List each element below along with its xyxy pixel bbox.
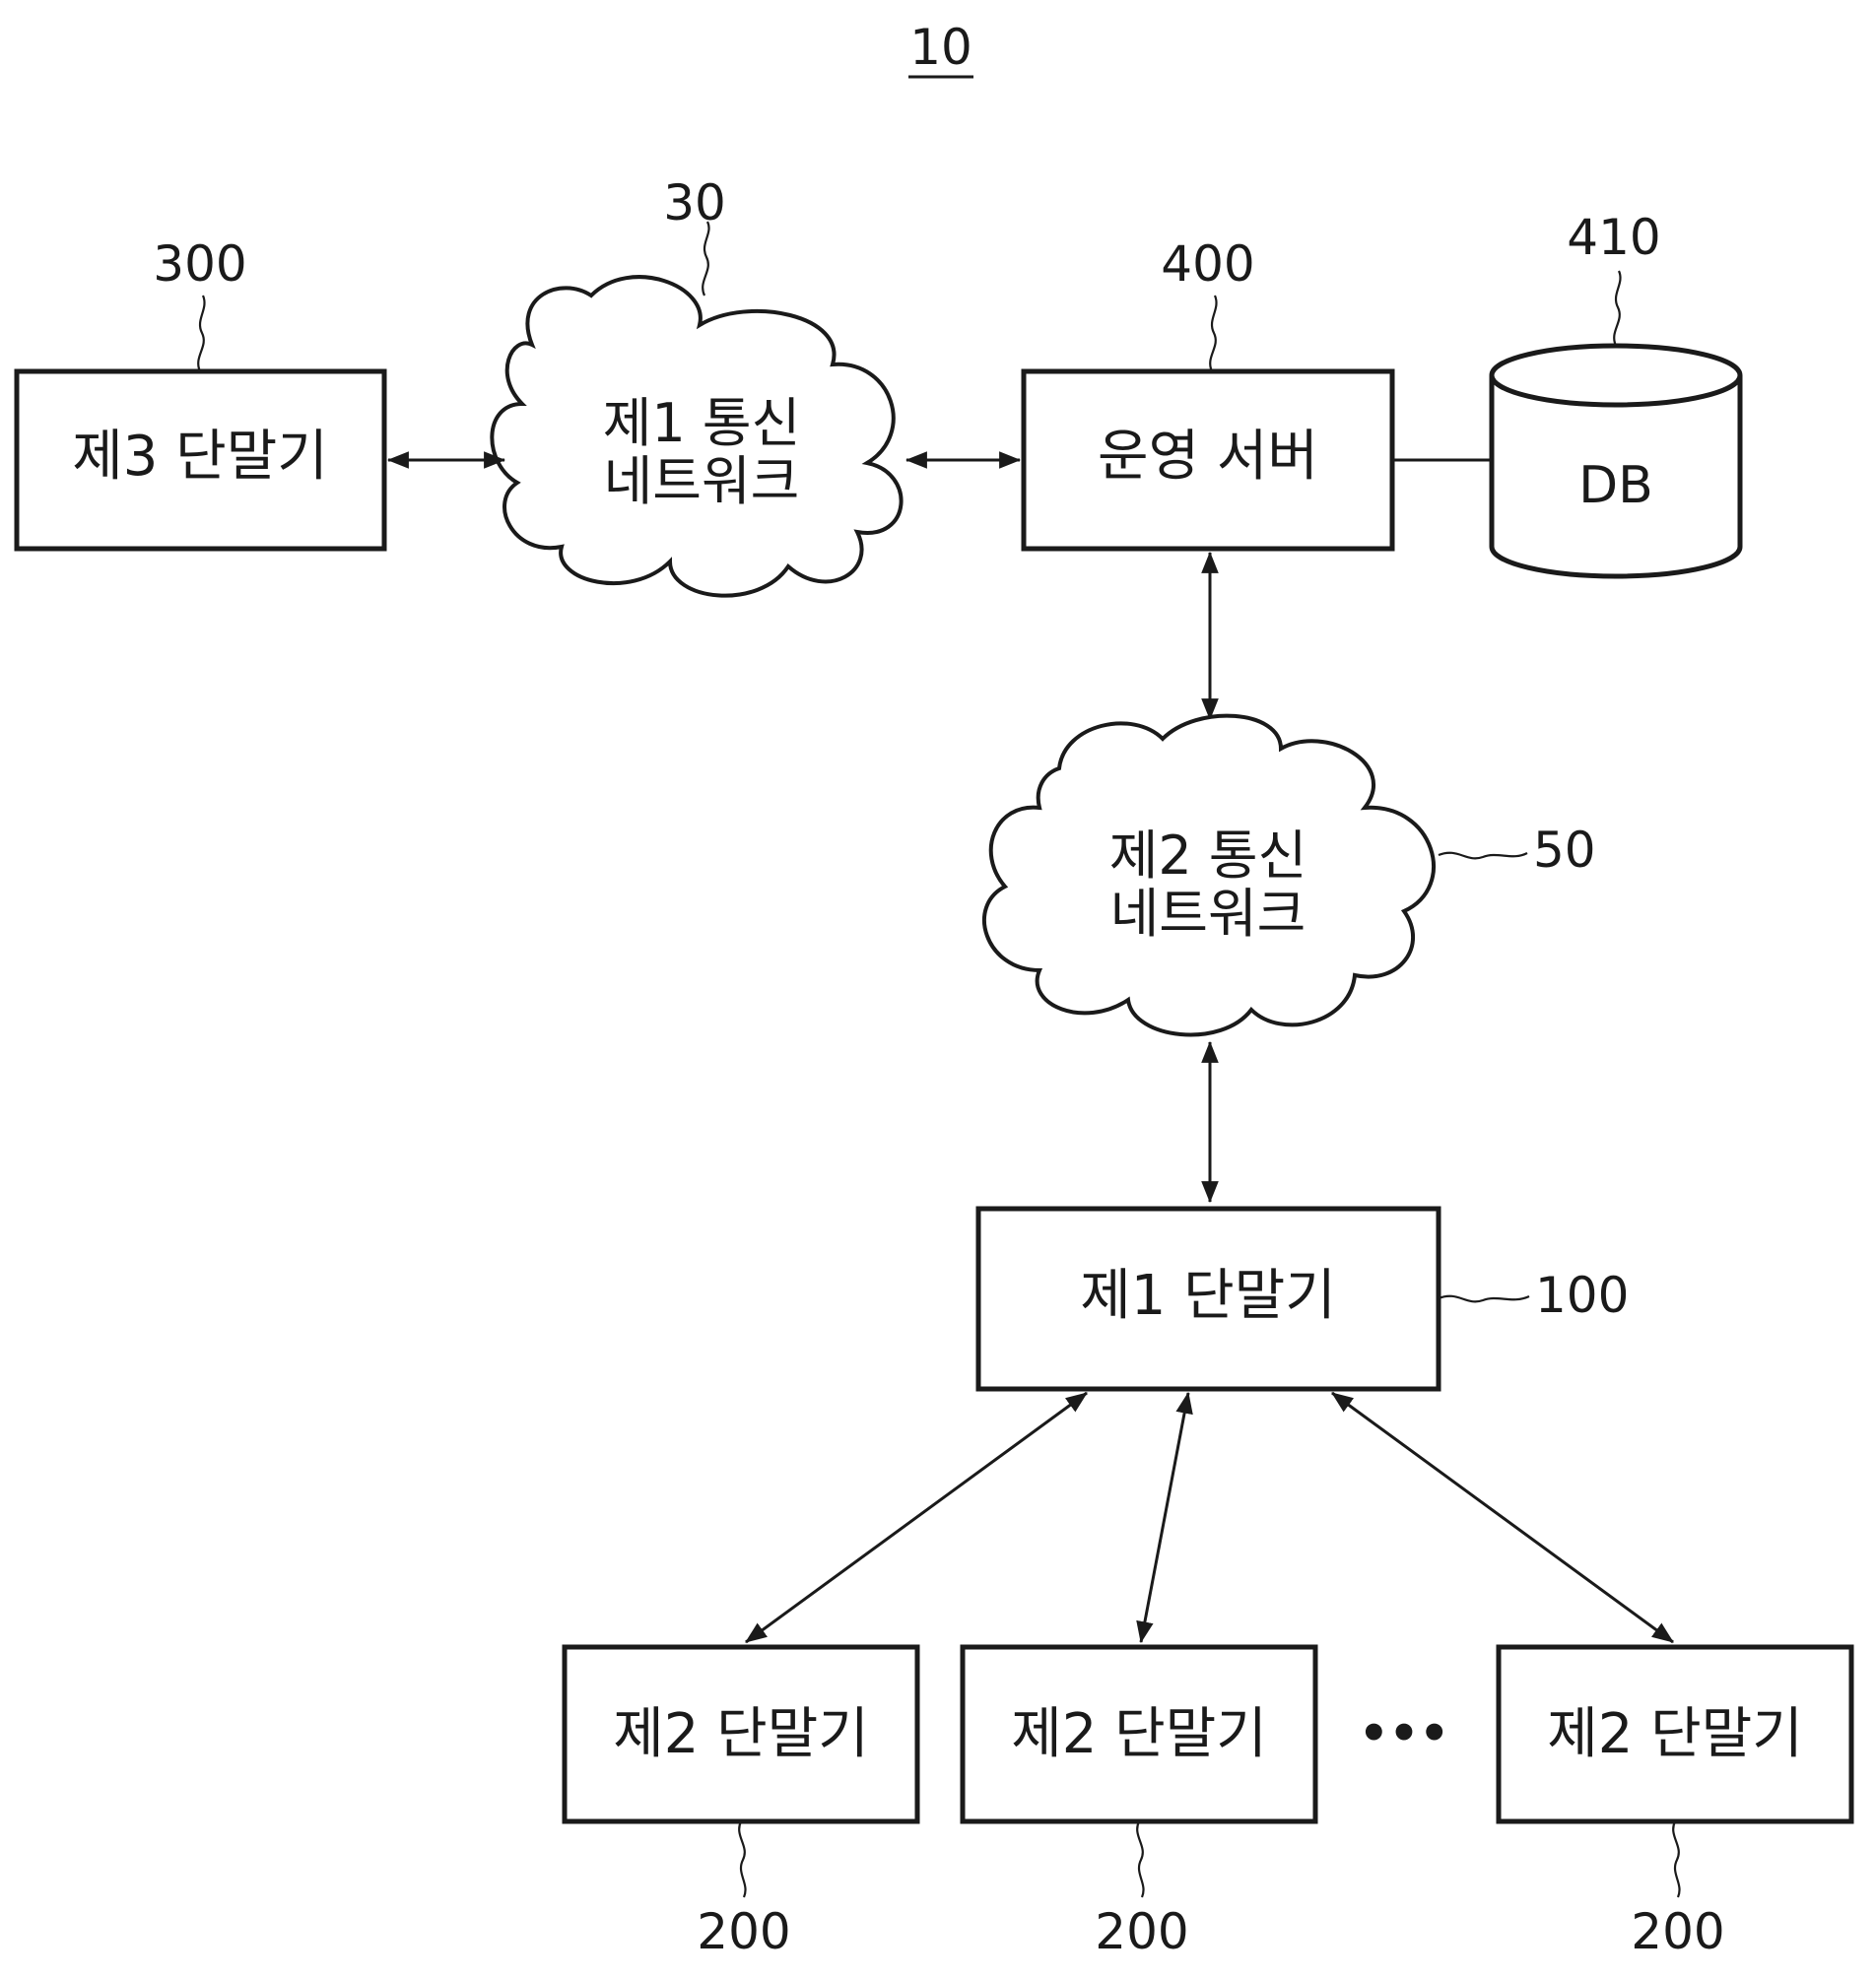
second-terminal-1-ref: 200 (697, 1903, 790, 1960)
first-terminal-ref: 100 (1535, 1267, 1629, 1324)
operation-server-leader (1210, 296, 1216, 371)
third-terminal-label: 제3 단말기 (72, 425, 328, 489)
second-terminal-1[interactable]: 제2 단말기 (565, 1647, 917, 1821)
second-terminal-1-label: 제2 단말기 (613, 1702, 869, 1766)
first-terminal-label: 제1 단말기 (1080, 1264, 1336, 1328)
first-network-label-line1: 제1 통신 (603, 392, 801, 454)
second-network-label-line1: 제2 통신 (1109, 825, 1307, 887)
second-terminal-1-leader (739, 1821, 745, 1897)
first-network-label-line2: 네트워크 (604, 450, 800, 512)
terminal1-terminal2b-arrow (1141, 1393, 1188, 1642)
third-terminal-leader (198, 296, 204, 371)
second-network-leader (1439, 853, 1527, 859)
figure-number-text: 10 (909, 19, 972, 76)
second-terminal-2[interactable]: 제2 단말기 (963, 1647, 1315, 1821)
first-network-leader (703, 222, 708, 296)
first-network-cloud[interactable]: 제1 통신 네트워크 (492, 277, 901, 596)
figure-number: 10 (908, 19, 973, 77)
first-terminal-leader (1439, 1296, 1529, 1302)
terminal1-terminal2c-arrow (1332, 1393, 1673, 1642)
second-network-label-line2: 네트워크 (1110, 883, 1306, 945)
third-terminal[interactable]: 제3 단말기 (17, 371, 384, 549)
terminal1-terminal2a-arrow (746, 1393, 1087, 1642)
database[interactable]: DB (1492, 346, 1740, 576)
second-terminal-3-ref: 200 (1631, 1903, 1724, 1960)
second-terminal-2-label: 제2 단말기 (1011, 1702, 1267, 1766)
database-top (1492, 346, 1740, 405)
second-terminal-3-label: 제2 단말기 (1547, 1702, 1803, 1766)
third-terminal-ref: 300 (153, 235, 246, 293)
database-ref: 410 (1567, 209, 1660, 266)
first-terminal[interactable]: 제1 단말기 (978, 1209, 1439, 1389)
operation-server[interactable]: 운영 서버 (1024, 371, 1392, 549)
second-terminal-2-ref: 200 (1095, 1903, 1188, 1960)
ellipsis: ••• (1359, 1706, 1449, 1761)
second-terminal-2-leader (1137, 1821, 1143, 1897)
second-network-cloud[interactable]: 제2 통신 네트워크 (984, 716, 1434, 1035)
database-label: DB (1578, 456, 1653, 515)
operation-server-label: 운영 서버 (1098, 425, 1318, 489)
operation-server-ref: 400 (1161, 235, 1254, 293)
second-network-ref: 50 (1533, 822, 1596, 879)
first-network-ref: 30 (663, 174, 726, 231)
second-terminal-3[interactable]: 제2 단말기 (1499, 1647, 1851, 1821)
database-leader (1614, 271, 1620, 346)
second-terminal-3-leader (1673, 1821, 1679, 1897)
